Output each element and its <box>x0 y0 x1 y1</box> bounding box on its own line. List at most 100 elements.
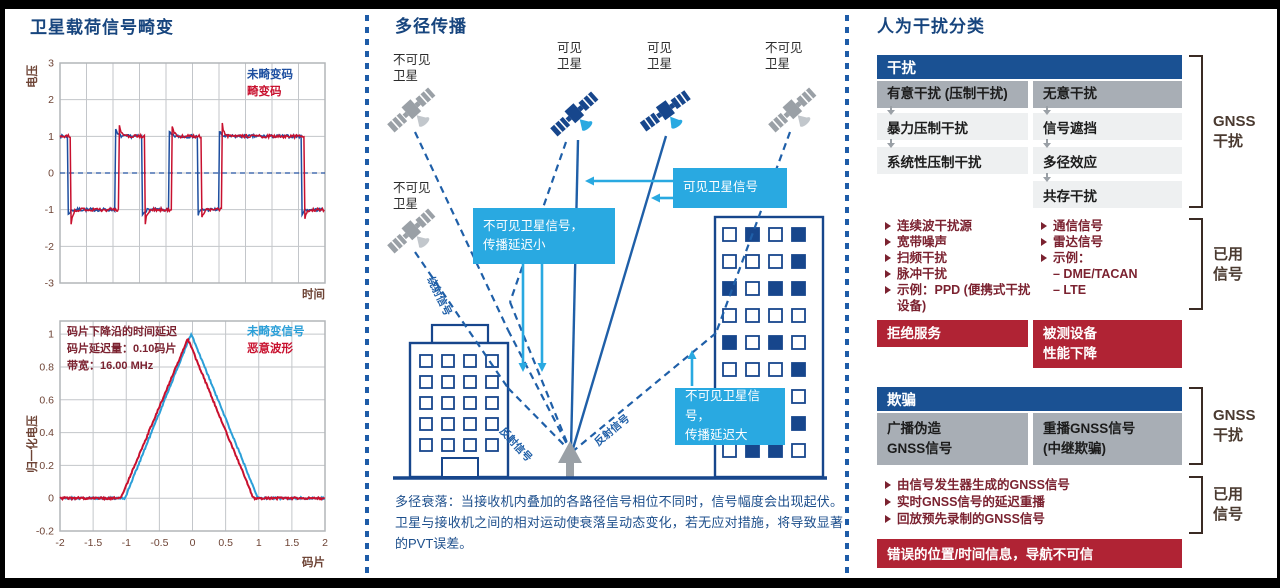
window <box>722 443 737 458</box>
bullet-triangle-icon <box>1041 254 1047 262</box>
window <box>419 354 433 368</box>
window <box>463 438 477 452</box>
satellite-body <box>655 100 675 121</box>
window <box>791 416 806 431</box>
satellite-label-invisible-2: 不可见卫星 <box>765 41 803 72</box>
legend-item: 未畸变信号 <box>246 324 305 338</box>
window <box>791 254 806 269</box>
correlation-series <box>59 337 326 502</box>
solar-panel <box>578 91 599 112</box>
bullet-triangle-icon <box>1041 222 1047 230</box>
x-axis-label: 时间 <box>302 287 325 301</box>
bullet-triangle-icon <box>885 286 891 294</box>
window <box>463 396 477 410</box>
window <box>722 362 737 377</box>
window <box>441 438 455 452</box>
satellite-icon <box>768 87 817 133</box>
window <box>419 396 433 410</box>
bullet-triangle-icon <box>1041 238 1047 246</box>
bracket-gnss-interference-1 <box>1189 55 1203 208</box>
window <box>485 438 499 452</box>
satellite-icon <box>387 87 436 133</box>
direct-signal-line <box>569 139 580 451</box>
cell-broadcast-fake-gnss: 广播伪造 GNSS信号 <box>877 413 1028 465</box>
axis-tick-label: 1 <box>48 329 54 341</box>
classification-title: 人为干扰分类 <box>877 17 985 36</box>
legend-item: 畸变码 <box>247 84 282 98</box>
chart-annotation: 带宽：16.00 MHz <box>67 358 154 372</box>
panel-divider-right <box>845 15 849 575</box>
window <box>485 417 499 431</box>
window <box>463 375 477 389</box>
window <box>768 308 783 323</box>
callout-arrowhead-icon <box>518 363 528 372</box>
axis-tick-label: 1 <box>48 131 54 143</box>
x-axis-label: 码片 <box>302 555 325 569</box>
window <box>745 281 760 296</box>
panel-divider-left <box>365 15 369 575</box>
window <box>463 417 477 431</box>
window <box>791 335 806 350</box>
letterbox-left <box>0 0 5 588</box>
antenna-dish <box>671 119 683 129</box>
flow-down-arrow-icon <box>1043 106 1051 115</box>
plot-frame <box>59 320 326 532</box>
axis-tick-label: -1 <box>122 537 131 549</box>
flow-down-arrow-icon <box>887 139 895 148</box>
axis-tick-label: 0 <box>190 537 196 549</box>
window <box>745 335 760 350</box>
callout-arrowhead-icon <box>687 350 697 359</box>
window <box>722 335 737 350</box>
satellite-icon <box>550 91 599 137</box>
window <box>485 354 499 368</box>
axis-tick-label: -2 <box>55 537 64 549</box>
cell-multipath-effect: 多径效应 <box>1033 147 1182 174</box>
window <box>441 396 455 410</box>
solar-panel <box>415 87 436 108</box>
axis-tick-label: -3 <box>45 278 54 290</box>
bullet-triangle-icon <box>885 254 891 262</box>
letterbox-top <box>0 0 1280 9</box>
callout-arrowhead-icon <box>537 363 547 372</box>
bullet-triangle-icon <box>885 498 891 506</box>
window <box>791 308 806 323</box>
axis-tick-label: 3 <box>48 58 54 70</box>
solar-panel <box>768 112 789 133</box>
window <box>419 375 433 389</box>
axis-tick-label: 0 <box>48 168 54 180</box>
axis-tick-label: -0.2 <box>36 526 54 538</box>
interference-classification-panel: 人为干扰分类 干扰 有意干扰 (压制干扰) 无意干扰 暴力压制干扰 系统性压制干… <box>877 0 1277 588</box>
flow-down-arrow-icon <box>1043 139 1051 148</box>
solar-panel <box>387 233 408 254</box>
bullet-triangle-icon <box>885 222 891 230</box>
callout-invisible-large-delay: 不可见卫星信号， 传播延迟大 <box>675 388 785 445</box>
window <box>768 227 783 242</box>
flow-down-arrow-icon <box>887 106 895 115</box>
solar-panel <box>387 112 408 133</box>
bullet-item: 回放预先录制的GNSS信号 <box>885 511 1185 528</box>
axis-tick-label: -0.5 <box>150 537 168 549</box>
receiver-antenna-icon <box>558 441 582 478</box>
flow-down-arrow-icon <box>1043 173 1051 182</box>
window <box>768 281 783 296</box>
antenna-dish <box>418 238 430 248</box>
axis-tick-label: 2 <box>48 94 54 106</box>
cell-unintentional: 无意干扰 <box>1033 81 1182 108</box>
outcome-denial-of-service: 拒绝服务 <box>877 320 1028 347</box>
cell-coexistence-interference: 共存干扰 <box>1033 181 1182 208</box>
window <box>463 354 477 368</box>
window <box>745 362 760 377</box>
satellite-label-visible-2: 可见卫星 <box>647 41 673 72</box>
window <box>419 417 433 431</box>
axis-tick-label: 0.2 <box>39 460 54 472</box>
bullet-triangle-icon <box>885 238 891 246</box>
bracket-used-signals-1 <box>1189 218 1203 310</box>
outcome-wrong-pvt: 错误的位置/时间信息，导航不可信 <box>877 539 1182 568</box>
callout-visible-signal: 可见卫星信号 <box>673 168 787 208</box>
axis-tick-label: 0.5 <box>218 537 233 549</box>
chart-annotation: 码片延迟量：0.10码片 <box>67 341 176 355</box>
cell-intentional: 有意干扰 (压制干扰) <box>877 81 1028 108</box>
window <box>722 227 737 242</box>
bracket-used-signals-2 <box>1189 476 1203 534</box>
cell-signal-blocking: 信号遮挡 <box>1033 113 1182 140</box>
